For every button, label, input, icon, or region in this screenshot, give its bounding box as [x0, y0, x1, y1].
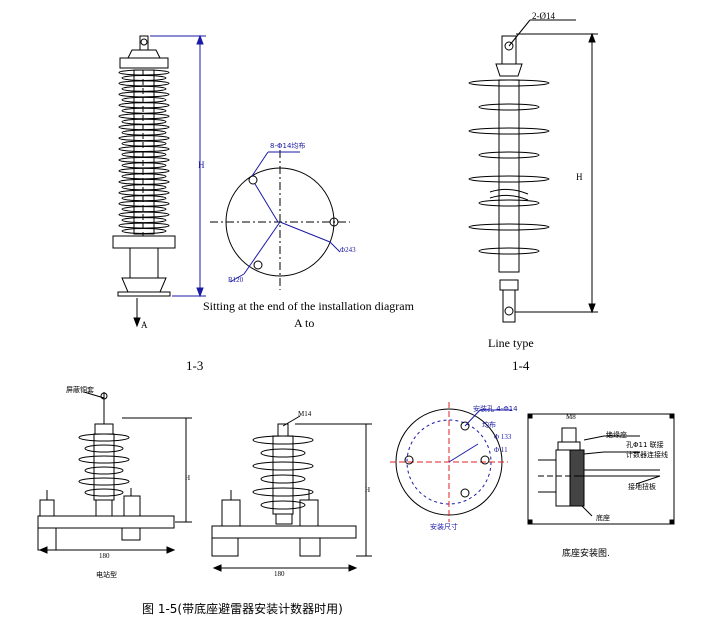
top-cap-label: 屏蔽铜套 — [66, 386, 94, 394]
outer-diameter-label: Φ243 — [340, 246, 356, 254]
plate-label-1: 均布 — [482, 421, 496, 429]
arrester-1-5-mid — [211, 423, 357, 557]
plate-bottom-label: 安装尺寸 — [430, 523, 458, 531]
base-label-4: 底座 — [596, 514, 610, 522]
bolt-m14-label: M14 — [298, 410, 312, 418]
radius-label: R120 — [228, 276, 244, 284]
fig15b-shed — [252, 487, 314, 497]
fig15b-shed — [260, 474, 306, 484]
base-label-2: 计数器连接线 — [626, 451, 668, 459]
dim-h-1-4-label: H — [576, 172, 583, 182]
figure-number-1-3: 1-3 — [186, 358, 204, 373]
figure-title-1-5: 图 1-5(带底座避雷器安装计数器时用) — [142, 602, 343, 616]
fig13-shed — [121, 228, 167, 235]
arrester-1-5-left — [37, 392, 175, 551]
fig15a-shed — [78, 477, 130, 486]
arrester-1-4 — [468, 35, 550, 323]
dim-h-1-5-mid: H — [365, 486, 371, 494]
fig14-shed — [478, 247, 540, 255]
plate-label-3: Φ 11 — [494, 446, 508, 454]
fig14-shed — [478, 151, 540, 159]
fig15a-shed — [84, 488, 124, 497]
fig15a-shed — [84, 444, 124, 453]
caption-1-3-line1: Sitting at the end of the installation d… — [203, 299, 414, 313]
base-bolt-label: M8 — [566, 413, 576, 421]
dim-h-1-5-left: H — [185, 474, 191, 482]
base-assembly — [527, 413, 675, 525]
fig14-shed — [478, 103, 540, 111]
view-arrow-a — [133, 298, 141, 328]
base-label-1: 孔Φ11 联接 — [626, 441, 664, 449]
fig15a-shed — [84, 466, 124, 475]
fig14-shed — [468, 127, 550, 135]
base-caption: 底座安装图. — [562, 549, 610, 559]
caption-line-type: Line type — [488, 336, 534, 350]
fig15b-shed — [252, 435, 314, 445]
base-plate-view — [210, 150, 350, 290]
dimension-1-5-left — [38, 391, 192, 554]
holes-label-1-4: 2-Ø14 — [532, 11, 555, 21]
fig15b-shed — [260, 500, 306, 510]
station-type-label: 电站型 — [96, 571, 117, 579]
fig14-shed — [468, 175, 550, 183]
fig14-shed — [468, 79, 550, 87]
fig15b-shed — [260, 448, 306, 458]
arrow-a-label: A — [141, 320, 148, 330]
width-1-5-left: 180 — [99, 552, 110, 560]
fig15b-shed — [252, 461, 314, 471]
fig15a-shed — [78, 455, 130, 464]
base-label-0: 绝缘座 — [606, 431, 627, 439]
arrester-1-3 — [112, 35, 176, 297]
mounting-plate — [390, 402, 512, 522]
figure-number-1-4: 1-4 — [512, 358, 530, 373]
dimension-h-1-3 — [150, 34, 206, 298]
dimension-1-5-mid — [212, 415, 372, 572]
dim-h-1-3-label: H — [198, 160, 205, 170]
holes-label-1-3: 8-Φ14均布 — [270, 142, 306, 150]
plate-label-2: Φ 133 — [494, 433, 512, 441]
base-label-3: 接地扭板 — [628, 483, 656, 491]
fig14-shed — [468, 223, 550, 231]
width-1-5-mid: 180 — [274, 570, 285, 578]
fig15a-shed — [78, 433, 130, 442]
caption-1-3-line2: A to — [294, 316, 315, 330]
plate-label-0: 安装孔 4-Φ14 — [473, 405, 518, 413]
dimension-h-1-4 — [508, 19, 598, 314]
fig14-shed — [478, 199, 540, 207]
